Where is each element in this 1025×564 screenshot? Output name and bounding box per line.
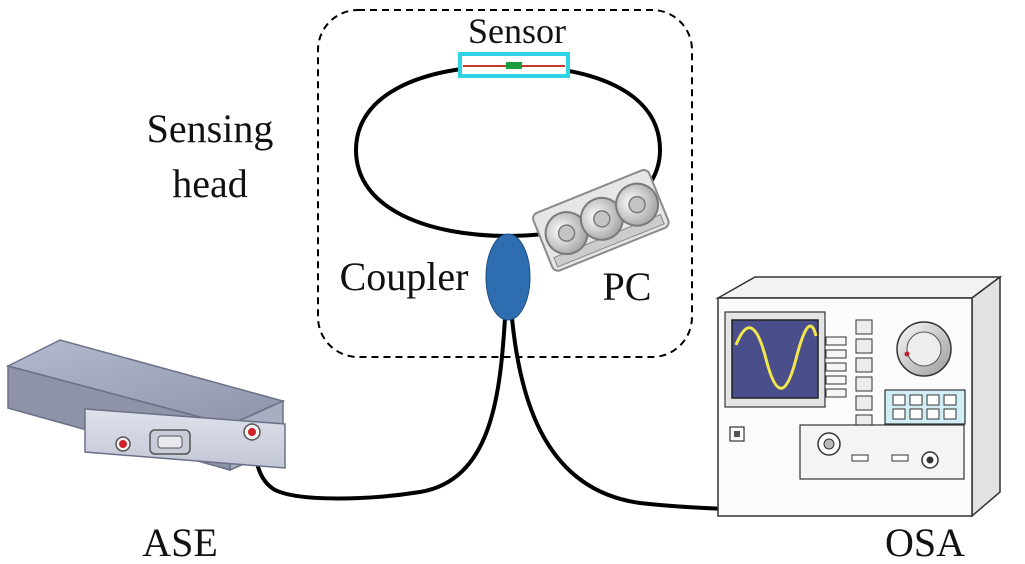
osa-label: OSA (885, 520, 965, 564)
ase-light-source-icon (5, 339, 286, 472)
coupler (485, 233, 531, 321)
osa-analyzer-icon (715, 275, 1003, 518)
sensing-head-boundary (317, 9, 693, 358)
osa-waveform (734, 324, 818, 390)
sensor-grating (506, 62, 522, 69)
coupler-label: Coupler (340, 254, 469, 299)
sensing-head-label-line1: Sensing (147, 106, 274, 151)
pc-label: PC (603, 264, 652, 309)
sensor-label: Sensor (468, 11, 566, 51)
fiber-ase-link (250, 317, 507, 501)
ase-label: ASE (142, 520, 218, 564)
sensing-head-label-line2: head (172, 161, 248, 206)
polarization-controller-icon (532, 169, 670, 272)
sensor (458, 52, 570, 78)
